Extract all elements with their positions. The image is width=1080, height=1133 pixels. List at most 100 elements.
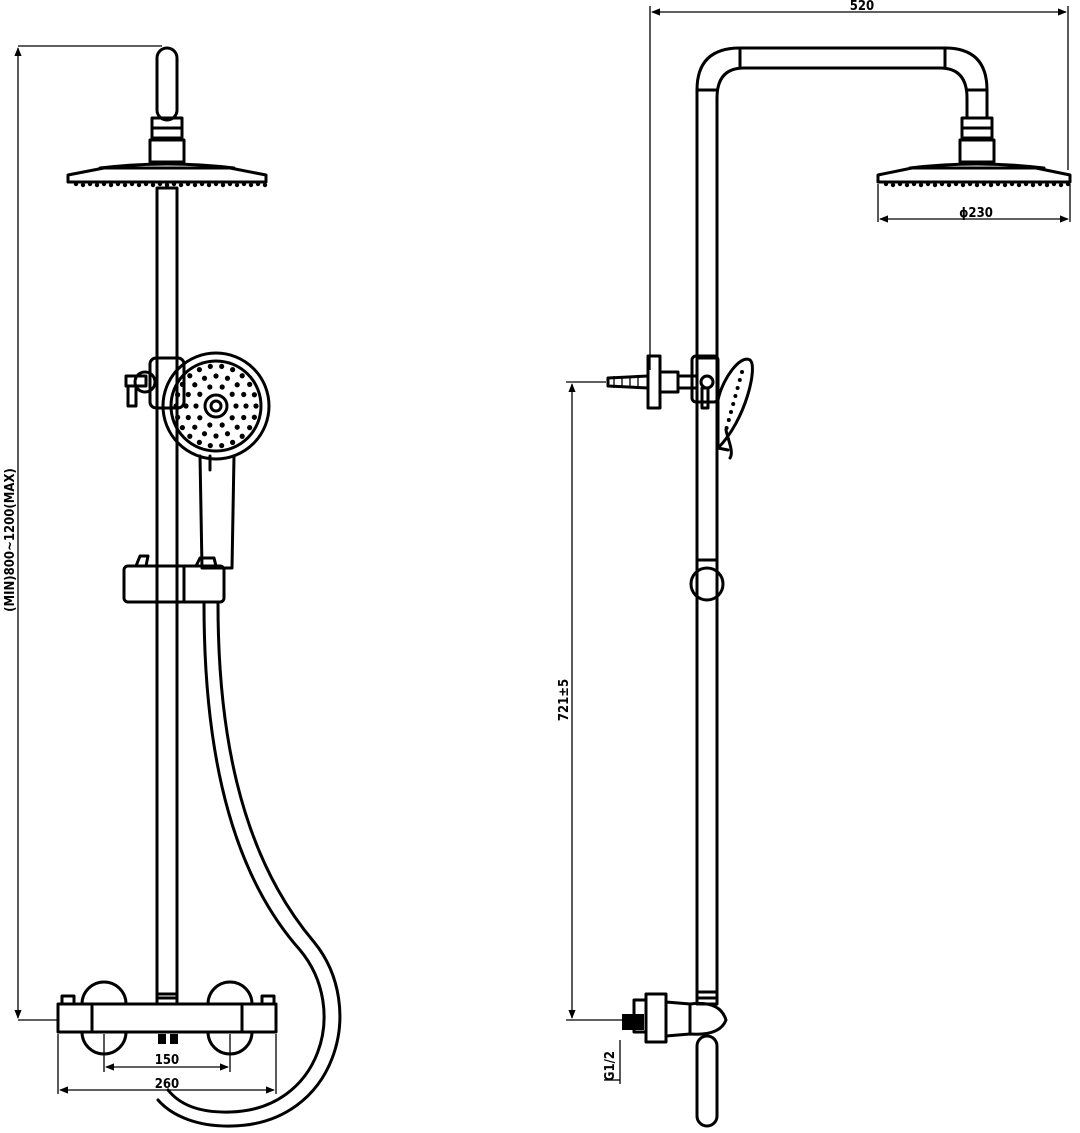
hand-nozzle-dot bbox=[207, 384, 213, 390]
hand-nozzle-dot bbox=[733, 394, 738, 398]
hand-nozzle-dot bbox=[729, 410, 733, 414]
hand-nozzle-dot bbox=[213, 373, 219, 379]
nozzle-dot bbox=[981, 181, 987, 187]
hand-nozzle-dot bbox=[726, 418, 731, 422]
hand-nozzle-dot bbox=[253, 403, 259, 409]
nozzle-dot bbox=[227, 181, 233, 187]
nozzle-dot bbox=[73, 181, 79, 187]
hand-nozzle-dot bbox=[197, 391, 203, 397]
hand-nozzle-dot bbox=[185, 391, 191, 398]
inlet-thread-label: G1/2 bbox=[603, 1051, 618, 1081]
valve-width-dimension-label: 260 bbox=[155, 1077, 179, 1092]
height-dimension: (MIN)800~1200(MAX) bbox=[3, 45, 162, 1021]
hand-nozzle-dot bbox=[224, 375, 231, 381]
hand-nozzle-dot bbox=[251, 414, 257, 420]
nozzle-dot bbox=[136, 182, 142, 188]
hand-nozzle-dot bbox=[243, 403, 249, 409]
hand-nozzle-dot bbox=[213, 433, 219, 439]
hand-nozzle-dot bbox=[183, 403, 189, 409]
hand-nozzle-dot bbox=[179, 381, 185, 387]
riser-joint-side bbox=[695, 538, 719, 562]
nozzle-dot bbox=[883, 181, 889, 187]
hand-nozzle-dot bbox=[197, 415, 203, 421]
nozzle-dot bbox=[974, 182, 980, 188]
nozzle-dot bbox=[925, 181, 931, 187]
nozzle-dot bbox=[150, 182, 156, 188]
nozzle-dot bbox=[213, 181, 219, 187]
nozzle-dot bbox=[248, 182, 254, 188]
nozzle-dot bbox=[939, 181, 945, 187]
nozzle-dot bbox=[932, 182, 938, 188]
nozzle-dot bbox=[960, 182, 966, 188]
nozzle-dot bbox=[1030, 182, 1036, 188]
nozzle-dot bbox=[1002, 182, 1008, 188]
nozzle-dot bbox=[1016, 182, 1022, 188]
riser-pipe-front bbox=[155, 186, 179, 1000]
nozzle-dot bbox=[946, 182, 952, 188]
front-view: (MIN)800~1200(MAX) bbox=[3, 45, 342, 1128]
rain-shower-head-side: ϕ230 bbox=[876, 162, 1072, 223]
hand-nozzle-dot bbox=[731, 402, 736, 406]
hand-nozzle-dot bbox=[239, 373, 245, 379]
hand-nozzle-dot bbox=[219, 384, 225, 390]
hand-nozzle-dot bbox=[185, 414, 191, 421]
nozzle-dot bbox=[911, 181, 917, 187]
nozzle-dot bbox=[178, 182, 184, 188]
hand-nozzle-dot bbox=[737, 378, 742, 382]
hand-nozzle-dot bbox=[251, 392, 257, 398]
valve-dimensions: 150 260 bbox=[57, 1034, 277, 1094]
nozzle-dot bbox=[234, 182, 240, 188]
hand-nozzle-dot bbox=[192, 382, 198, 388]
shower-arm-front bbox=[148, 46, 186, 164]
nozzle-dot bbox=[220, 182, 226, 188]
width-dimension-label: 520 bbox=[850, 0, 874, 14]
nozzle-dot bbox=[1065, 181, 1071, 187]
nozzle-dot bbox=[897, 181, 903, 187]
hand-nozzle-dot bbox=[193, 403, 199, 409]
hand-nozzle-dot bbox=[230, 439, 236, 445]
nozzle-dot bbox=[129, 181, 135, 187]
hand-nozzle-dot bbox=[219, 442, 225, 449]
hand-nozzle-dot bbox=[201, 431, 208, 437]
hand-shower-front bbox=[161, 351, 271, 570]
width-dimension: 520 bbox=[649, 0, 1069, 370]
overhead-arm-side bbox=[695, 46, 996, 360]
nozzle-dot bbox=[1051, 181, 1057, 187]
hand-nozzle-dot bbox=[234, 424, 240, 430]
nozzle-dot bbox=[143, 181, 149, 187]
nozzle-dot bbox=[918, 182, 924, 188]
nozzle-dot bbox=[171, 181, 177, 187]
hand-nozzle-dot bbox=[735, 386, 740, 390]
hand-nozzle-dot bbox=[229, 391, 235, 397]
hand-nozzle-dot bbox=[196, 367, 202, 373]
hand-nozzle-dot bbox=[175, 392, 181, 398]
hand-nozzle-dot bbox=[192, 424, 198, 430]
nozzle-dot bbox=[255, 181, 261, 187]
valve-center-dimension-label: 150 bbox=[155, 1053, 179, 1068]
wall-bracket-side bbox=[606, 354, 720, 410]
hand-nozzle-dot bbox=[224, 431, 231, 437]
nozzle-dot bbox=[164, 182, 170, 188]
slide-knob-side bbox=[689, 566, 725, 602]
nozzle-dot bbox=[108, 182, 114, 188]
nozzle-dot bbox=[241, 181, 247, 187]
hand-nozzle-dot bbox=[201, 375, 208, 381]
nozzle-dot bbox=[262, 182, 268, 188]
hand-nozzle-dot bbox=[233, 403, 239, 409]
hand-nozzle-dot bbox=[175, 414, 181, 420]
nozzle-dot bbox=[192, 182, 198, 188]
nozzle-dot bbox=[1023, 181, 1029, 187]
nozzle-dot bbox=[1044, 182, 1050, 188]
nozzle-dot bbox=[890, 182, 896, 188]
nozzle-dot bbox=[967, 181, 973, 187]
nozzle-dot bbox=[87, 181, 93, 187]
hand-nozzle-dot bbox=[187, 433, 193, 439]
hand-nozzle-dot bbox=[219, 363, 225, 370]
head-diameter-dimension-label: ϕ230 bbox=[959, 206, 993, 221]
nozzle-dot bbox=[185, 181, 191, 187]
nozzle-dot bbox=[904, 182, 910, 188]
nozzle-dot bbox=[988, 182, 994, 188]
hand-nozzle-dot bbox=[196, 439, 202, 445]
nozzle-dot bbox=[122, 182, 128, 188]
